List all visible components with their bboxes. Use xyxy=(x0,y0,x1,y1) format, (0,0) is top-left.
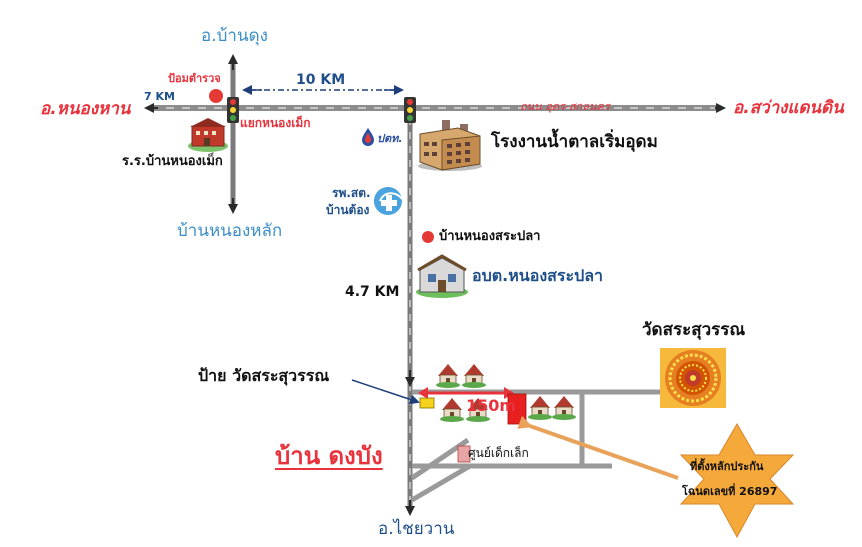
deed-star-line1: ที่ตั้งหลักประกัน xyxy=(690,460,764,473)
distance-4-7km-label: 4.7 KM xyxy=(345,284,400,300)
place-sawang-daen-din: อ.สว่างแดนดิน xyxy=(733,98,844,118)
ban-nong-sa-pla-label: บ้านหนองสระปลา xyxy=(439,229,541,244)
deed-pointer-arrow xyxy=(517,415,679,480)
health-center-label-2: บ้านต้อง xyxy=(326,203,370,217)
place-nong-han: อ.หนองหาน xyxy=(40,99,131,119)
deed-star-line2: โฉนดเลขที่ 26897 xyxy=(682,485,778,498)
temple-sign-label: ป้าย วัดสระสุวรรณ xyxy=(198,366,330,385)
traffic-light-nong-mek xyxy=(227,97,239,123)
place-chai-wan: อ.ไชยวาน xyxy=(378,519,455,539)
nong-sa-pla-dot xyxy=(422,231,434,243)
junction-nong-mek-label: แยกหนองเม็ก xyxy=(240,116,311,130)
child-center-label: ศูนย์เด็กเล็ก xyxy=(468,446,529,460)
distance-150m-label: 150m xyxy=(466,396,517,415)
distance-7km-label: 7 KM xyxy=(144,90,175,103)
temple-label: วัดสระสุวรรณ xyxy=(642,320,746,340)
school-label: ร.ร.บ้านหนองเม็ก xyxy=(122,154,223,169)
place-ban-dung: อ.บ้านดุง xyxy=(201,26,268,46)
police-box-label: ป้อมตำรวจ xyxy=(168,72,221,85)
traffic-light-factory xyxy=(404,97,416,123)
ptt-logo-icon xyxy=(362,128,374,146)
temple-sign-marker xyxy=(419,397,435,409)
highway-name-label: ถนน อุดร-สกลนคร xyxy=(520,100,610,113)
place-ban-nong-lak: บ้านหนองหลัก xyxy=(177,221,283,241)
sao-office-label: อบต.หนองสระปลา xyxy=(472,266,604,285)
factory-icon xyxy=(418,120,482,171)
village-name-title: บ้าน ดงบัง xyxy=(275,442,383,470)
temple-emblem-icon xyxy=(660,348,726,408)
deed-star-badge xyxy=(679,423,795,539)
ptt-logo-text: ปตท. xyxy=(377,132,403,145)
child-center-marker xyxy=(457,445,471,463)
sao-office-icon xyxy=(416,254,468,298)
health-center-icon xyxy=(373,187,403,215)
distance-10km-label: 10 KM xyxy=(296,72,346,88)
police-box-dot xyxy=(209,89,223,103)
school-icon xyxy=(188,118,228,152)
sugar-factory-label: โรงงานน้ำตาลเริ่มอุดม xyxy=(491,132,658,152)
distance-150m-line xyxy=(418,387,514,399)
temple-sign-pointer xyxy=(351,379,420,405)
health-center-label-1: รพ.สต. xyxy=(332,186,371,200)
